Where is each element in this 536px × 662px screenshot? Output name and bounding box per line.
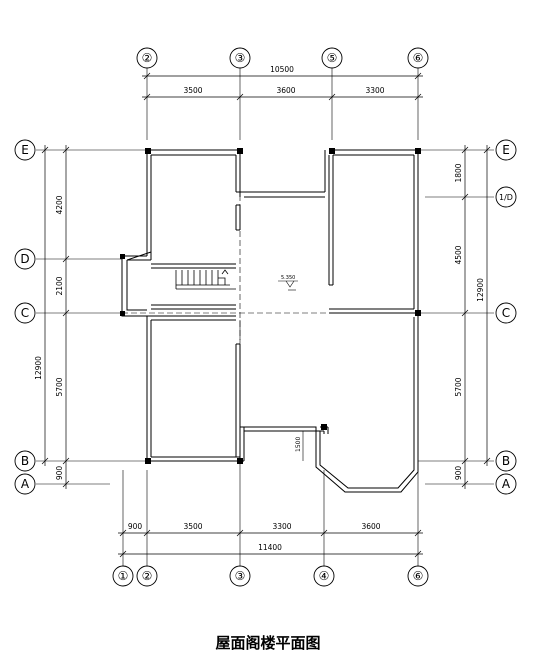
grid-lines [36,68,494,566]
dim-top-seg-3: 3300 [365,86,384,95]
level-mark-text: 5.350 [281,275,295,281]
walls [121,149,419,493]
axis-top-5: ⑤ [327,51,338,65]
axis-right-c: C [502,306,510,320]
axis-left-b: B [21,454,29,468]
level-marker [278,280,298,291]
axis-bottom-1: ① [118,569,129,583]
columns [120,148,421,464]
dim-left-total: 12900 [34,356,43,380]
dim-bottom-total: 11400 [258,543,282,552]
staircase [175,269,236,290]
axis-left-c: C [21,306,29,320]
dim-left-seg-3: 5700 [55,377,64,396]
axis-bottom-2: ② [142,569,153,583]
axis-top-6: ⑥ [413,51,424,65]
axis-bottom-6: ⑥ [413,569,424,583]
axis-bubbles [14,47,517,587]
dim-bottom-seg-3: 3300 [272,522,291,531]
dim-left-seg-2: 2100 [55,276,64,295]
drawing-title: 屋面阁楼平面图 [215,634,321,652]
axis-left-d: D [20,252,29,266]
dim-right-seg-2: 4500 [454,245,463,264]
axis-top-3: ③ [235,51,246,65]
axis-right-1d: 1/D [499,193,513,202]
dim-right-total: 12900 [476,278,485,302]
dim-left-seg-1: 4200 [55,195,64,214]
dim-right-seg-1: 1800 [454,163,463,182]
axis-top-2: ② [142,51,153,65]
axis-right-a: A [502,477,511,491]
dimension-lines [41,72,491,558]
axis-bottom-3: ③ [235,569,246,583]
dim-bottom-seg-4: 3600 [361,522,380,531]
dim-top-total: 10500 [270,65,294,74]
annotation-1500: 1500 [295,437,302,452]
dim-right-seg-3: 5700 [454,377,463,396]
dim-right-seg-4: 900 [454,466,463,481]
axis-right-b: B [502,454,510,468]
dim-top-seg-2: 3600 [276,86,295,95]
axis-bottom-4: ④ [319,569,330,583]
axis-left-e: E [21,143,29,157]
dim-bottom-seg-1: 900 [128,522,143,531]
dim-left-seg-4: 900 [55,466,64,481]
dim-bottom-seg-2: 3500 [183,522,202,531]
dim-top-seg-1: 3500 [183,86,202,95]
axis-right-e: E [502,143,510,157]
axis-left-a: A [21,477,30,491]
